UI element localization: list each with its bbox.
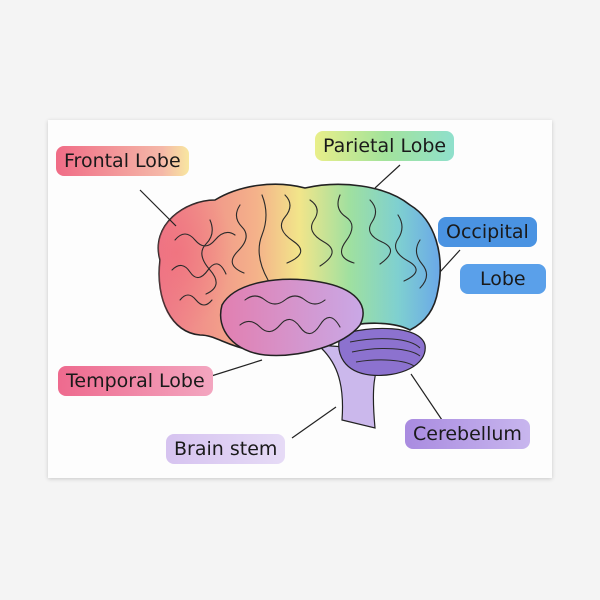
temporal-pointer [204, 359, 263, 379]
occipital-lobe-label-line2: Lobe [460, 264, 546, 294]
parietal-pointer [374, 164, 401, 189]
brain-stem-pointer [291, 406, 337, 439]
brain-stem-label: Brain stem [166, 434, 286, 464]
frontal-lobe-label: Frontal Lobe [56, 146, 189, 176]
occipital-pointer [439, 249, 461, 273]
occipital-lobe-label-line1: Occipital [438, 217, 537, 247]
temporal-lobe-label: Temporal Lobe [58, 366, 213, 396]
parietal-lobe-label: Parietal Lobe [315, 131, 455, 161]
frontal-pointer [139, 189, 177, 227]
cerebellum-label: Cerebellum [405, 419, 530, 449]
temporal-lobe [219, 278, 364, 357]
cerebellum-pointer [410, 373, 443, 421]
